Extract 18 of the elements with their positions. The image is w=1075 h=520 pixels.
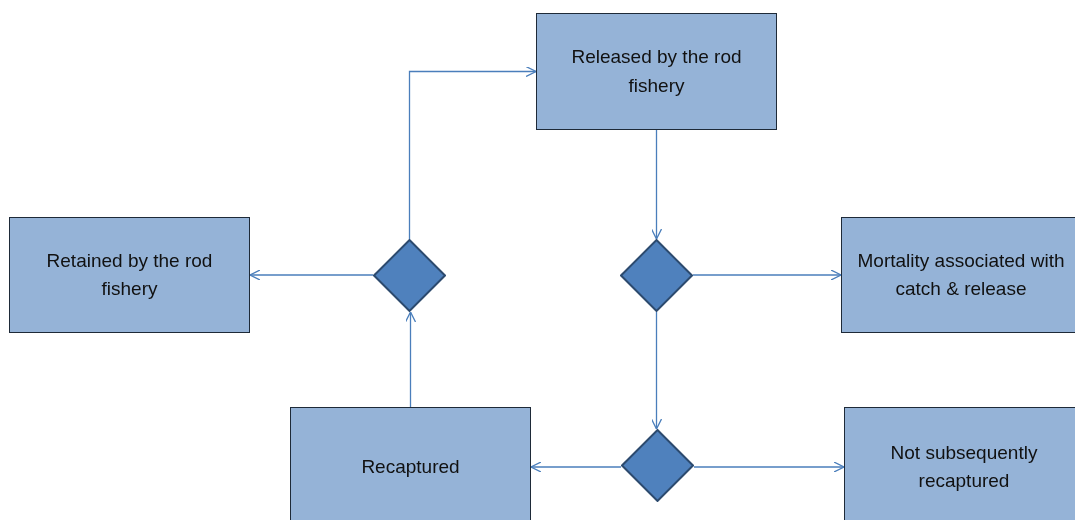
box-label: Not subsequently recaptured <box>889 440 1039 493</box>
arrow <box>249 269 374 281</box>
process-box <box>844 407 1075 520</box>
arrow <box>692 269 842 281</box>
box-label: Retained by the rod fishery <box>45 248 214 301</box>
arrow <box>530 461 622 473</box>
process-box <box>536 13 777 130</box>
arrow <box>650 311 663 430</box>
box-label: Mortality associated with catch & release <box>856 248 1066 301</box>
box-label: Released by the rod fishery <box>570 45 743 98</box>
arrow <box>408 65 537 240</box>
process-box <box>290 407 531 520</box>
process-box <box>9 217 250 333</box>
process-box <box>841 217 1075 333</box>
arrow <box>693 461 845 473</box>
arrow <box>404 311 417 408</box>
arrow <box>650 129 663 240</box>
box-label: Recaptured <box>361 454 460 479</box>
